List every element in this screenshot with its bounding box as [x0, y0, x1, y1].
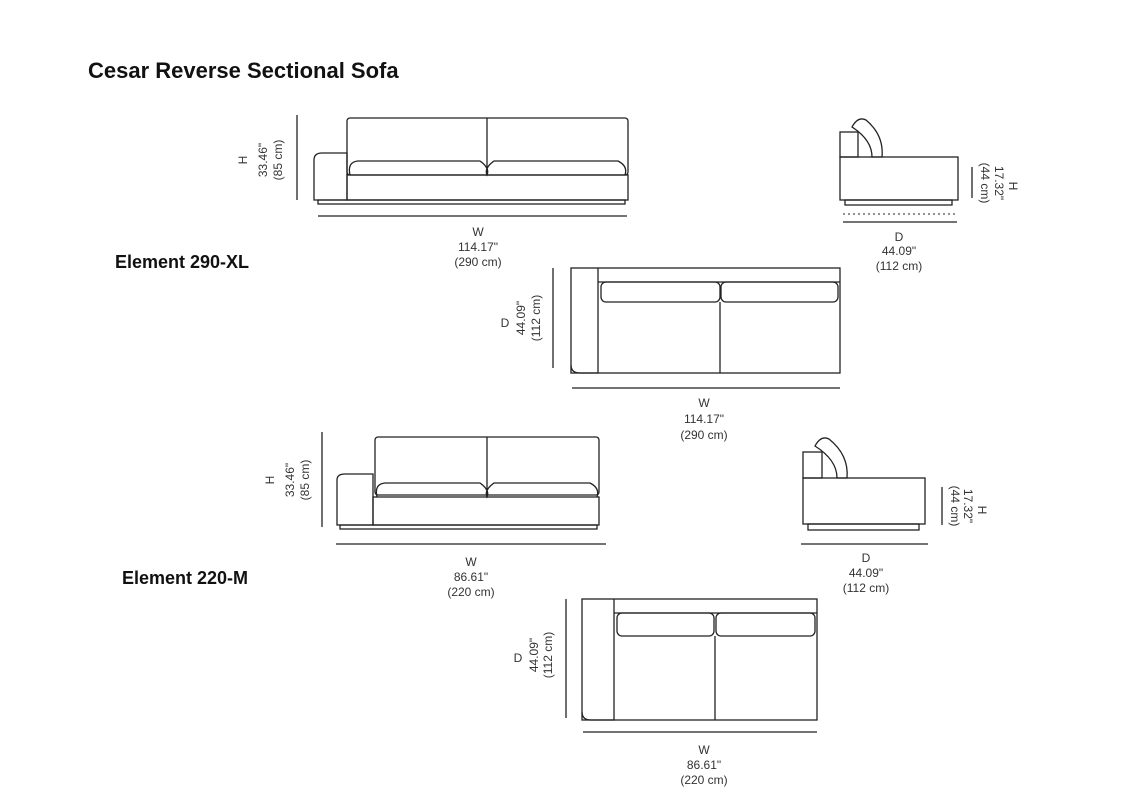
height-inches: 33.46": [283, 462, 297, 498]
depth-label: D: [894, 230, 904, 244]
seat-height-inches: 17.32": [961, 488, 975, 524]
width-cm: (220 cm): [447, 585, 495, 599]
front-view-220-m: [321, 432, 606, 545]
top-depth-inches: 44.09": [527, 637, 541, 673]
top-depth-inches: 44.09": [514, 300, 528, 336]
top-depth-label: D: [500, 316, 510, 330]
side-view-220-m: [801, 437, 943, 545]
top-width-inches: 114.17": [683, 412, 725, 426]
height-label: H: [263, 475, 277, 485]
width-inches: 114.17": [457, 240, 499, 254]
width-label: W: [472, 225, 484, 239]
height-cm: (85 cm): [298, 459, 312, 501]
top-view-220-m: [565, 598, 818, 733]
top-width-cm: (220 cm): [680, 773, 728, 787]
top-width-inches: 86.61": [686, 758, 722, 772]
depth-label: D: [861, 551, 871, 565]
depth-cm: (112 cm): [875, 259, 923, 273]
height-label: H: [236, 155, 250, 165]
front-view-290-xl: [296, 115, 629, 217]
seat-height-inches: 17.32": [992, 165, 1006, 201]
depth-inches: 44.09": [848, 566, 884, 580]
width-cm: (290 cm): [454, 255, 502, 269]
seat-height-label: H: [1006, 181, 1020, 191]
side-view-290-xl: [839, 118, 973, 223]
page-title: Cesar Reverse Sectional Sofa: [88, 58, 399, 83]
top-depth-label: D: [513, 651, 523, 665]
element-label: Element 290-XL: [115, 252, 250, 272]
depth-cm: (112 cm): [842, 581, 890, 595]
seat-height-cm: (44 cm): [978, 162, 992, 204]
top-width-cm: (290 cm): [680, 428, 728, 442]
height-cm: (85 cm): [271, 139, 285, 181]
height-inches: 33.46": [256, 142, 270, 178]
seat-height-cm: (44 cm): [948, 485, 962, 527]
top-depth-cm: (112 cm): [541, 631, 555, 679]
top-depth-cm: (112 cm): [529, 294, 543, 342]
width-inches: 86.61": [453, 570, 489, 584]
seat-height-label: H: [975, 505, 989, 515]
element-label: Element 220-M: [122, 568, 249, 588]
top-width-label: W: [698, 396, 710, 410]
top-view-290-xl: [552, 267, 841, 389]
top-width-label: W: [698, 743, 710, 757]
depth-inches: 44.09": [881, 244, 917, 258]
width-label: W: [465, 555, 477, 569]
